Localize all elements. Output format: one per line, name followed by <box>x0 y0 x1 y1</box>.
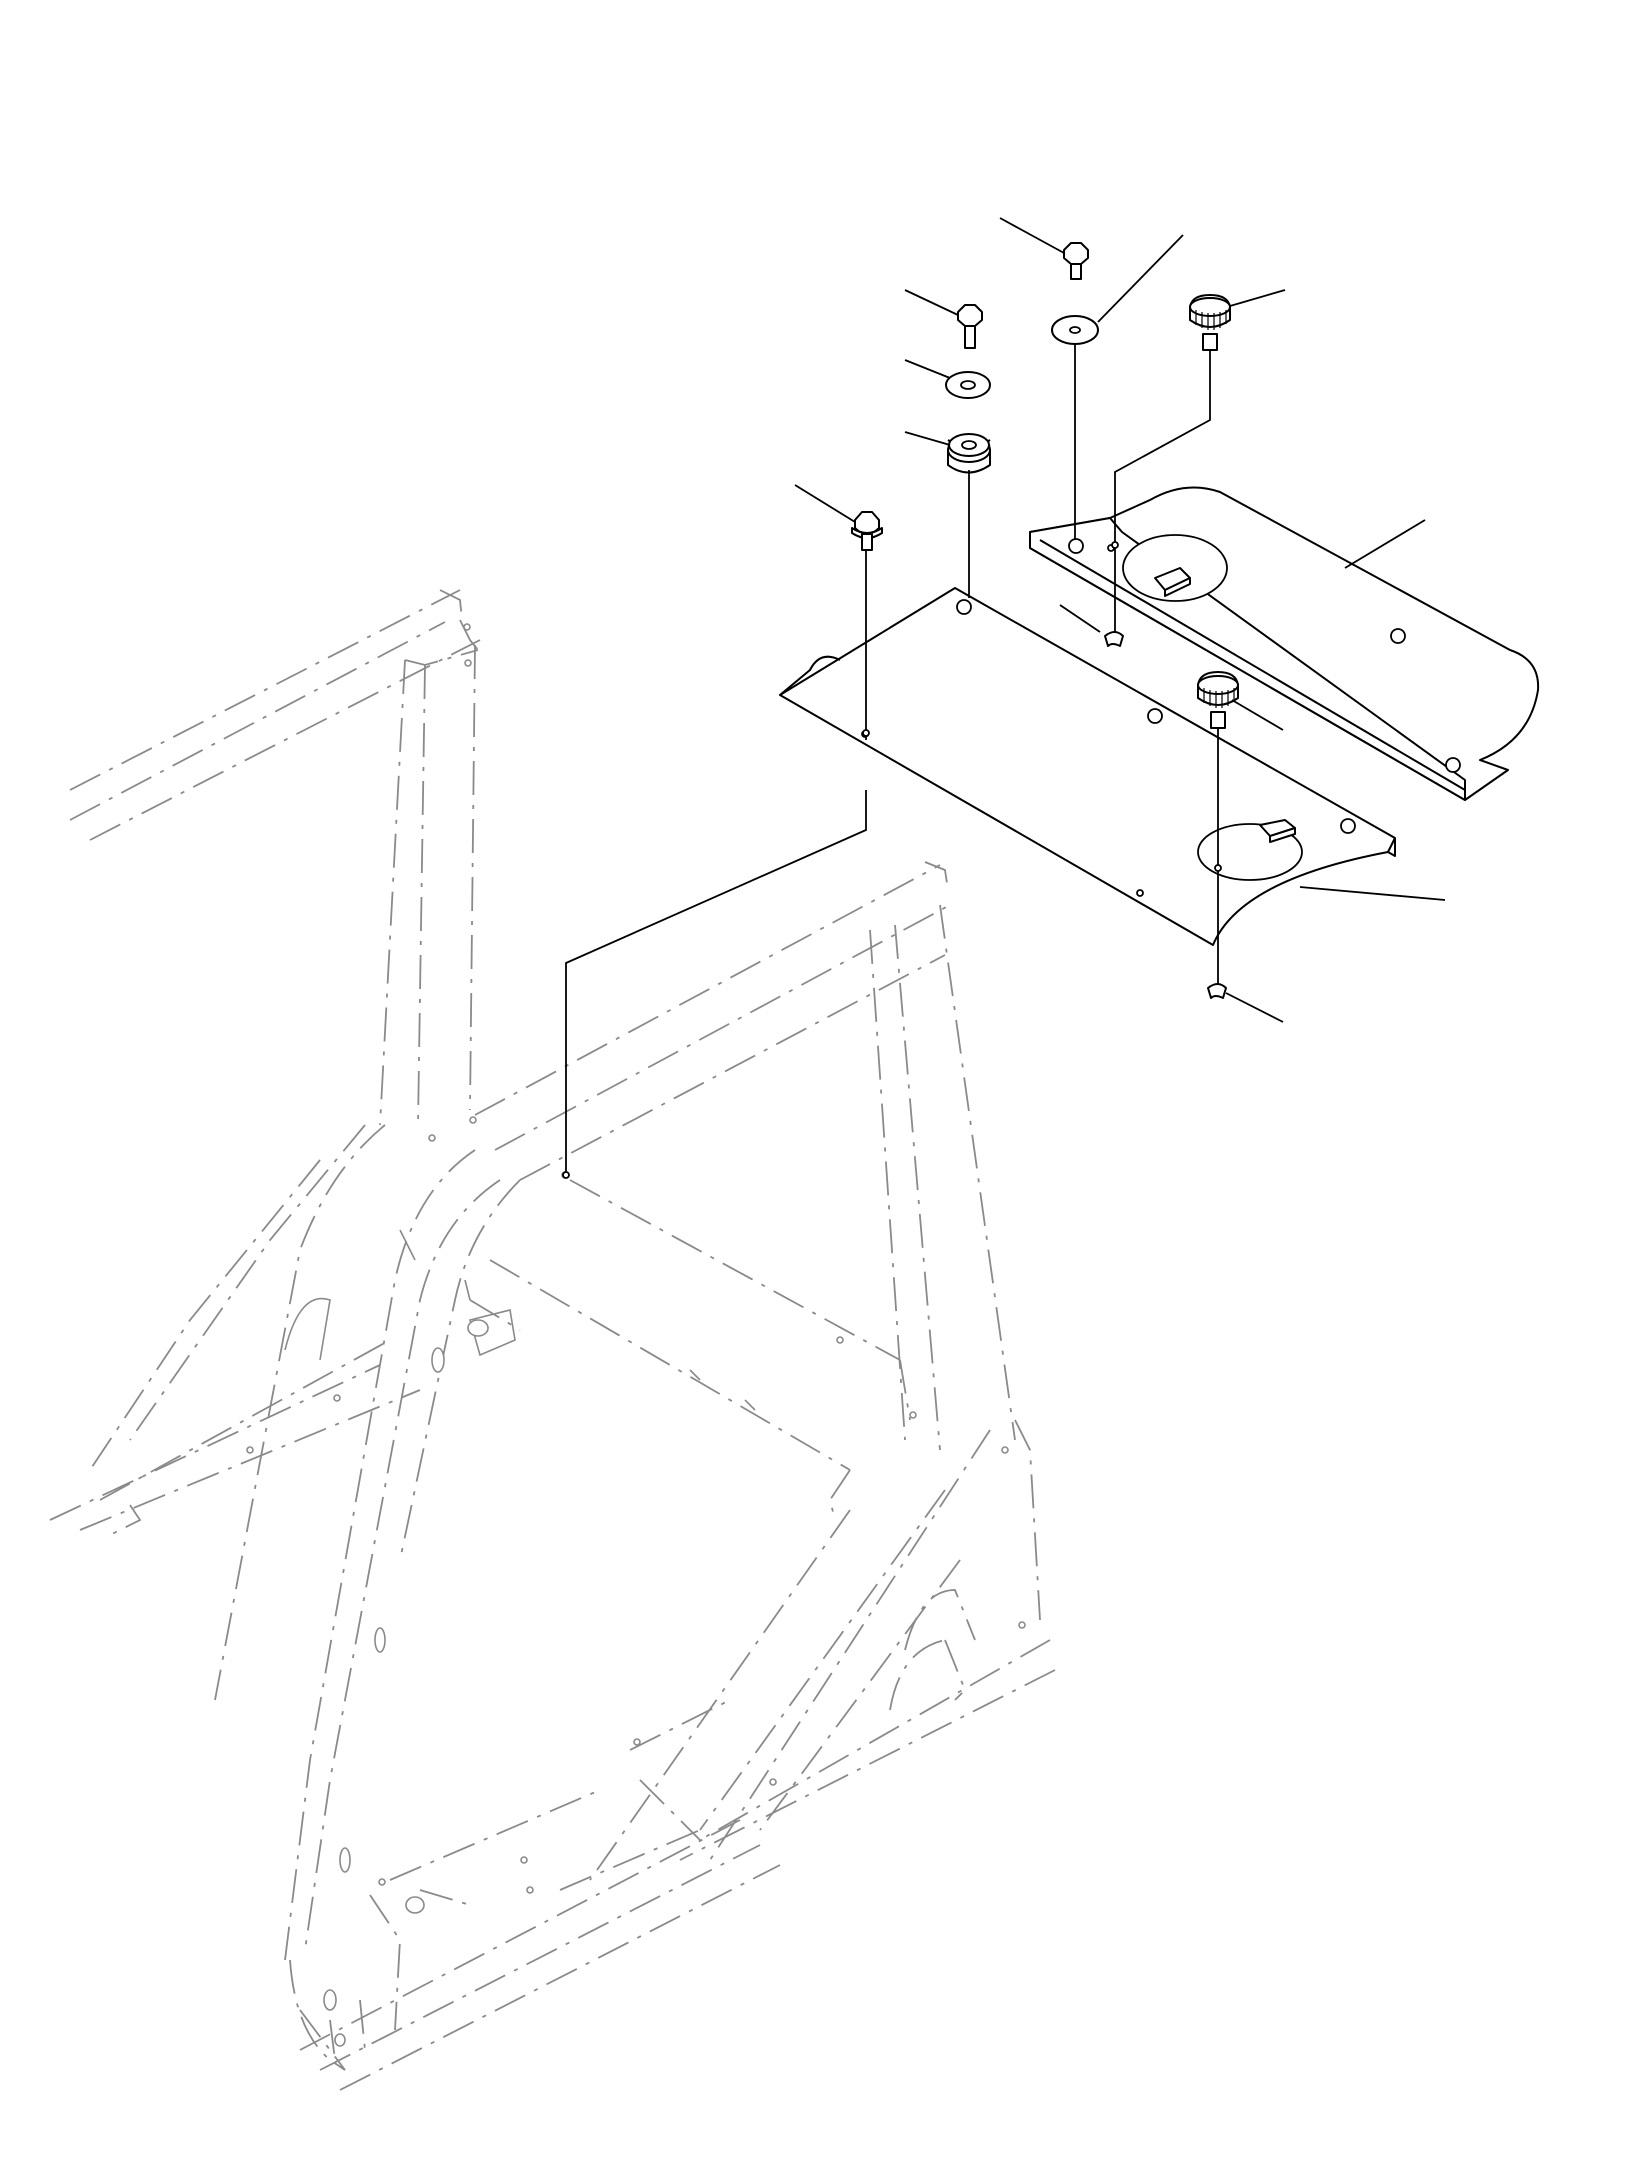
clip-nut-lower <box>1207 983 1284 1023</box>
thumb-knob-upper <box>1111 289 1286 640</box>
thumb-knob-lower <box>1197 671 1284 990</box>
lower-cover-plate <box>779 587 1446 946</box>
upper-cover-plate <box>1029 486 1540 801</box>
flat-washer-large <box>1051 234 1184 540</box>
flange-bolt <box>562 484 883 1179</box>
flat-washer-small <box>904 359 991 399</box>
rubber-grommet <box>904 431 991 598</box>
hex-bolt-top <box>999 217 1089 280</box>
clip-nut-upper <box>1059 604 1124 647</box>
machine-frame-phantom <box>49 589 1056 2091</box>
hex-bolt-grommet <box>904 289 983 349</box>
